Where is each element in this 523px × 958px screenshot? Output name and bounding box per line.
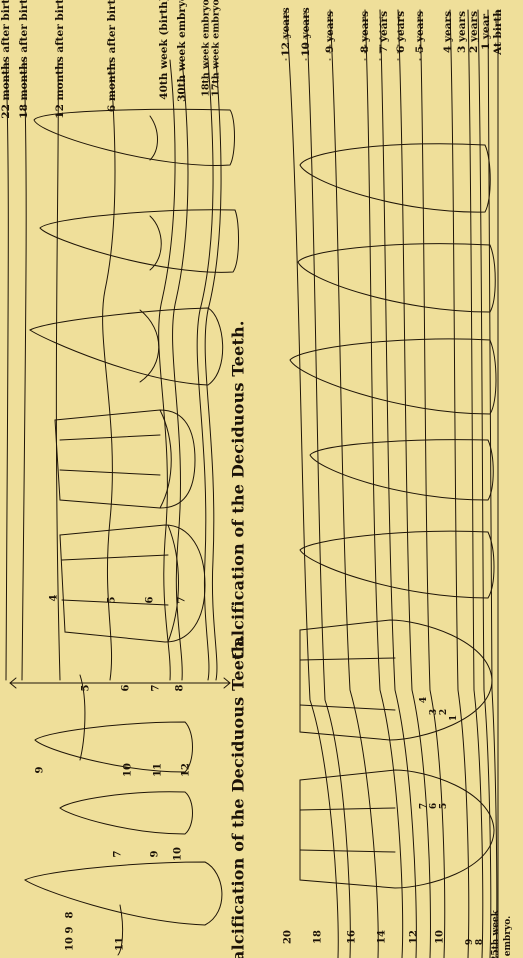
stage-label-22-months: 22 months after birth (0, 0, 12, 119)
decal-number-11b: 11 (115, 937, 126, 951)
decal-number-6: 6 (145, 597, 156, 604)
calc-tooth-4 (55, 410, 195, 508)
perm-number-5: 5 (439, 803, 449, 809)
decal-number-5: 5 (107, 597, 118, 604)
stage-label-9-years: 9 years (324, 11, 336, 53)
permanent-teeth (290, 14, 496, 888)
decal-number-7b: 7 (151, 685, 162, 692)
scale-number-12: 12 (409, 930, 420, 944)
stage-label-3-years: 3 years (456, 11, 468, 53)
stage-label-12-years: 12 years (280, 7, 292, 56)
stage-label-8-years: 8 years (359, 11, 371, 53)
perm-number-3: 3 (429, 709, 439, 715)
scale-number-8: 8 (475, 939, 485, 945)
perm-tooth-7 (300, 770, 494, 888)
decal-tooth-3 (25, 862, 222, 925)
decalcification-caption: Decalcification of the Deciduous Teeth. (229, 635, 248, 958)
stage-label-12-months: 12 months after birth (54, 0, 66, 119)
perm-tooth-1 (300, 144, 490, 212)
decal-number-9b: 9 (150, 851, 161, 858)
calc-tooth-5 (60, 525, 205, 642)
stage-label-4-years: 4 years (442, 11, 454, 53)
decal-number-5b: 5 (81, 685, 92, 692)
perm-tooth-2 (298, 244, 495, 312)
stage-label-2-years: 2 years (468, 11, 480, 53)
calcification-stage-lines (6, 60, 230, 688)
stage-label-5-years: 5 years (414, 11, 426, 53)
decal-number-11: 11 (153, 763, 164, 777)
perm-number-7: 7 (419, 803, 429, 809)
perm-tooth-6 (300, 620, 492, 740)
decal-number-10b: 10 (173, 847, 184, 861)
scale-number-14: 14 (377, 930, 388, 944)
stage-label-1-year: 1 year (480, 14, 492, 50)
permanent-stage-lines (286, 10, 498, 958)
perm-tooth-3 (290, 339, 496, 414)
perm-number-2: 2 (439, 709, 449, 715)
stage-label-18-months: 18 months after birth (18, 0, 30, 119)
perm-number-4: 4 (419, 697, 429, 703)
calcification-caption: Calcification of the Deciduous Teeth. (229, 320, 248, 659)
stage-label-6-months: 6 months after birth (106, 0, 118, 112)
decal-number-12: 12 (181, 763, 192, 777)
decal-number-7: 7 (177, 597, 188, 604)
scale-number-16: 16 (347, 930, 358, 944)
decal-number-8b: 8 (65, 912, 76, 919)
scale-number-18: 18 (313, 930, 324, 944)
decal-number-10: 10 (123, 763, 134, 777)
decal-number-8: 8 (175, 685, 186, 692)
scale-number-10: 10 (435, 930, 446, 944)
perm-number-6: 6 (429, 803, 439, 809)
scale-number-20: 20 (283, 930, 294, 944)
stage-label-17th-week: 17th week embryo (211, 0, 222, 97)
decal-tooth-1 (35, 722, 193, 772)
scale-label-25th-week: 25th week (491, 910, 501, 958)
decal-number-6b: 6 (121, 685, 132, 692)
decal-number-10c: 10 (65, 937, 76, 951)
decal-tooth-2 (60, 792, 193, 834)
stage-label-6-years: 6 years (395, 11, 407, 53)
perm-tooth-4 (310, 440, 493, 500)
perm-tooth-5 (300, 531, 494, 598)
perm-number-1: 1 (449, 715, 459, 721)
decal-number-9c: 9 (65, 927, 76, 934)
decal-number-9: 9 (35, 767, 46, 774)
stage-label-40th-week: 40th week (birth) (158, 0, 170, 100)
calcification-teeth (30, 109, 239, 642)
decal-number-4: 4 (49, 595, 60, 602)
decalcification-teeth (25, 675, 222, 955)
calc-tooth-3 (30, 308, 223, 385)
stage-label-7-years: 7 years (378, 11, 390, 53)
scale-number-9: 9 (465, 939, 475, 945)
stage-label-30th-week: 30th week embryo (176, 0, 188, 102)
decal-number-7c: 7 (113, 851, 124, 858)
stage-label-10-years: 10 years (300, 7, 312, 56)
stage-label-at-birth: At birth (492, 9, 504, 55)
scale-label-embryo: embryo. (503, 916, 513, 957)
